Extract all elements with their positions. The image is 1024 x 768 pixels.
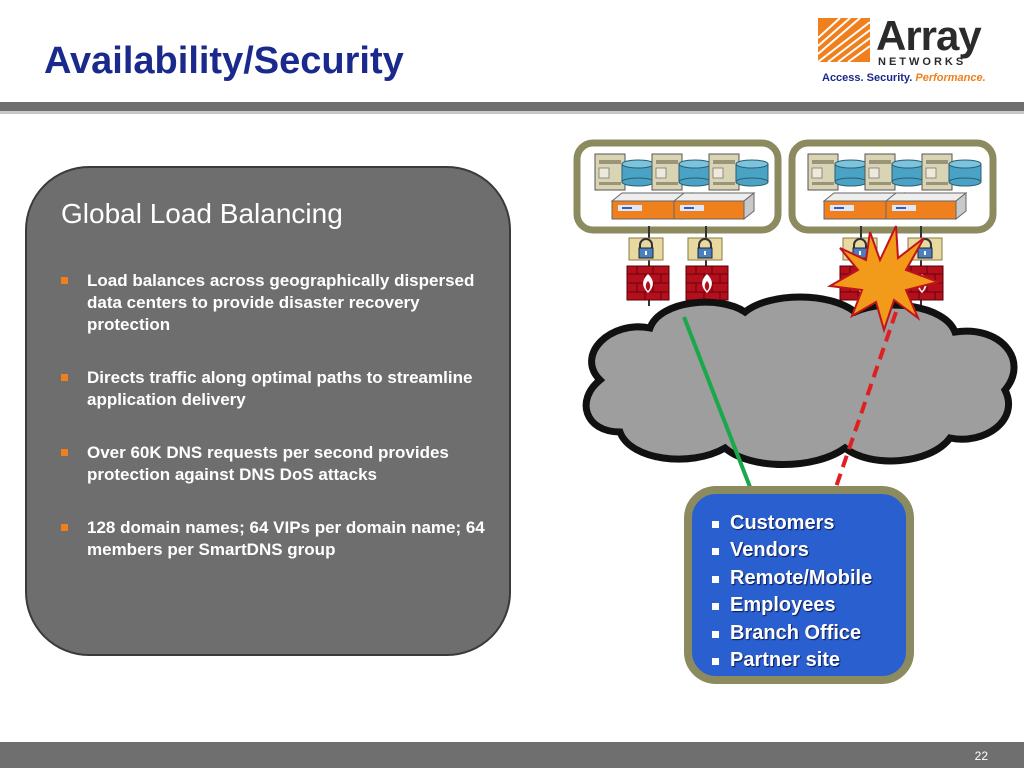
audience-item: Branch Office [706,620,872,647]
card-bullet-text: 128 domain names; 64 VIPs per domain nam… [87,518,485,559]
card-bullet-list: Load balances across geographically disp… [61,270,491,592]
bullet-square-icon [712,658,719,666]
database-icon [948,159,982,187]
logo-tagline-part2: Performance. [915,72,986,84]
logo-tagline: Access. Security. Performance. [822,72,986,84]
card-bullet: Directs traffic along optimal paths to s… [61,367,491,411]
card-bullet-text: Load balances across geographically disp… [87,271,475,334]
audience-item-label: Branch Office [730,621,862,644]
logo-mark-icon [818,18,870,63]
audience-item: Customers [706,510,872,537]
database-icon [735,159,769,187]
logo-subtitle: NETWORKS [878,56,967,68]
bullet-square-icon [61,374,68,381]
audience-item: Employees [706,592,872,619]
server-icon [921,153,953,191]
logo-tagline-part1: Access. Security. [822,72,916,84]
card-bullet: Load balances across geographically disp… [61,270,491,336]
server-icon [708,153,740,191]
bullet-square-icon [712,548,719,556]
audience-item: Remote/Mobile [706,565,872,592]
load-balancer-appliance-icon [885,192,967,220]
audience-item-label: Remote/Mobile [730,566,873,589]
database-icon [678,159,712,187]
failed-traffic-path [834,311,898,488]
database-icon [891,159,925,187]
card-bullet: 128 domain names; 64 VIPs per domain nam… [61,517,491,561]
card-bullet-text: Over 60K DNS requests per second provide… [87,443,449,484]
audience-item-label: Vendors [730,539,809,562]
card-title: Global Load Balancing [61,198,343,229]
bullet-square-icon [712,521,719,528]
page-number: 22 [974,749,988,763]
server-icon [651,153,683,191]
header-divider [0,102,1024,111]
database-icon [621,159,655,187]
header-divider-shadow [0,111,1024,114]
audience-item: Vendors [706,537,872,564]
active-traffic-path [682,316,752,488]
audience-item-label: Customers [730,512,835,534]
bullet-square-icon [712,603,719,611]
array-networks-logo: Array NETWORKS Access. Security. Perform… [818,12,1008,94]
lock-icon [687,237,723,261]
global-load-balancing-card: Global Load Balancing Load balances acro… [25,166,511,656]
bullet-square-icon [61,449,68,456]
failure-explosion-icon [826,225,942,334]
audience-list: Customers Vendors Remote/Mobile Employee… [706,510,872,674]
audience-item-label: Employees [730,594,836,617]
firewall-icon [685,265,729,301]
load-balancer-appliance-icon [673,192,755,220]
lock-icon [628,237,664,261]
card-bullet-text: Directs traffic along optimal paths to s… [87,368,473,409]
internet-cloud-icon [582,293,1018,468]
bullet-square-icon [61,524,68,531]
bullet-square-icon [712,575,719,583]
audience-item-label: Partner site [730,649,841,672]
server-icon [864,153,896,191]
database-icon [834,159,868,187]
audience-box: Customers Vendors Remote/Mobile Employee… [684,486,914,684]
page-title: Availability/Security [44,40,404,82]
server-icon [594,153,626,191]
bullet-square-icon [712,630,719,638]
server-icon [807,153,839,191]
logo-wordmark: Array [876,12,982,59]
bullet-square-icon [61,277,68,284]
firewall-icon [626,265,670,301]
footer-bar [0,742,1024,768]
card-bullet: Over 60K DNS requests per second provide… [61,442,491,486]
audience-item: Partner site [706,647,872,674]
